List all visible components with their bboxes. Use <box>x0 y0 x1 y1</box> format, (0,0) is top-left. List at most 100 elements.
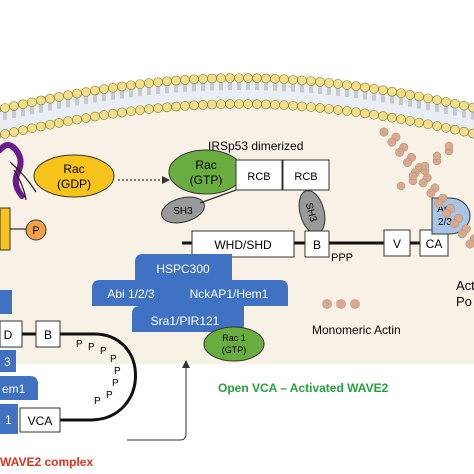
sh3-label-right: SH3 <box>303 202 319 224</box>
actin-branch-bead <box>444 141 454 151</box>
polyproline-p-8: P <box>94 396 101 407</box>
lipid-head-outer <box>450 98 460 109</box>
rac-gdp-label-2: (GDP) <box>57 177 91 191</box>
lower-white-region <box>0 364 474 474</box>
actin-label-1: Act <box>456 278 474 293</box>
lipid-head-inner <box>72 114 82 125</box>
left-polyproline-loop <box>60 332 137 422</box>
lipid-head-inner <box>90 111 100 122</box>
polyproline-p-6: P <box>112 378 119 389</box>
lipid-head-outer <box>315 77 325 87</box>
polyproline-p-4: P <box>110 354 117 365</box>
actin-branch-bead <box>408 171 418 181</box>
lipid-head-inner <box>333 105 343 115</box>
lipid-head-outer <box>9 101 19 111</box>
lipid-head-outer <box>234 73 244 83</box>
polyproline-p-2: P <box>88 342 95 353</box>
phospho-label: P <box>32 225 39 237</box>
lipid-head-inner <box>468 128 474 139</box>
rcb-box-left <box>235 159 283 191</box>
lipid-head-outer <box>216 73 226 84</box>
actin-bead <box>387 137 397 147</box>
sra1-label: Sra1/PIR121 <box>151 314 220 328</box>
lipid-head-inner <box>9 127 19 137</box>
abi-label: Abi 1/2/3 <box>107 287 155 301</box>
lipid-head-inner <box>297 101 307 112</box>
rac1-label-2: (GTP) <box>222 345 247 355</box>
lipid-head-inner <box>54 118 64 128</box>
lipid-head-outer <box>414 91 424 102</box>
rac-gdp-node <box>33 154 115 198</box>
lipid-head-inner <box>207 99 217 110</box>
lipid-head-outer <box>18 99 28 109</box>
left-blue-fragment-1 <box>0 290 12 314</box>
lipid-head-outer <box>189 74 199 85</box>
rcb-label-left: RCB <box>247 171 270 183</box>
arp23-complex <box>431 197 471 235</box>
lipid-head-inner <box>342 106 352 116</box>
lipid-head-outer <box>180 75 190 85</box>
lipid-head-outer <box>270 73 280 84</box>
lipid-head-inner <box>396 114 406 125</box>
lipid-head-outer <box>369 83 379 94</box>
rcb-box-right <box>282 159 330 191</box>
lipid-head-outer <box>279 74 289 85</box>
lipid-head-inner <box>450 124 460 135</box>
lipid-head-inner <box>81 113 91 123</box>
activation-arrow-head <box>162 176 170 184</box>
lipid-head-outer <box>162 76 172 87</box>
ca-label: CA <box>426 237 443 251</box>
rac1-label-1: Rac 1 <box>222 333 246 343</box>
lipid-head-outer <box>81 87 91 97</box>
left-b-box <box>35 320 61 348</box>
lipid-head-outer <box>63 90 73 101</box>
actin-bead <box>457 229 467 239</box>
lipid-head-outer <box>36 95 46 106</box>
whd-shd-label: WHD/SHD <box>214 238 272 252</box>
lipid-head-outer <box>225 73 235 83</box>
v-label: V <box>393 237 401 251</box>
lipid-head-inner <box>171 101 181 112</box>
actin-bead <box>395 147 405 157</box>
activation-connector-head <box>182 360 190 368</box>
sra1-box <box>132 306 244 332</box>
lipid-head-inner <box>126 106 136 117</box>
rac-gdp-label-1: Rac <box>63 162 84 176</box>
lipid-head-outer <box>243 73 253 83</box>
abi-box <box>92 280 170 306</box>
lipid-head-inner <box>306 102 316 112</box>
actin-bead <box>442 209 451 218</box>
open-vca-caption: Open VCA – Activated WAVE2 <box>218 381 389 395</box>
lipid-head-outer <box>459 100 469 111</box>
whd-shd-box <box>191 230 295 258</box>
left-blue-fragment-2 <box>0 350 16 372</box>
lipid-head-outer <box>288 74 298 85</box>
irsp53-dimerized-label: IRSp53 dimerized <box>208 139 303 153</box>
lipid-head-outer <box>468 102 474 113</box>
lipid-head-inner <box>18 125 28 135</box>
lipid-head-outer <box>0 103 10 113</box>
lipid-head-inner <box>459 126 469 137</box>
hspc300-box <box>135 254 232 280</box>
phospho-group <box>25 219 47 241</box>
sh3-label-left: SH3 <box>173 206 193 217</box>
lipid-head-inner <box>261 99 271 110</box>
lipid-head-inner <box>378 111 388 121</box>
lipid-head-outer <box>432 95 442 105</box>
lipid-head-inner <box>270 99 280 110</box>
lipid-head-inner <box>225 99 235 109</box>
polyproline-p-1: P <box>76 339 83 350</box>
lipid-head-inner <box>117 107 127 118</box>
lipid-head-inner <box>441 123 451 133</box>
lipid-head-inner <box>279 100 289 111</box>
lipid-head-inner <box>0 129 10 139</box>
actin-bead <box>403 158 412 167</box>
lipid-head-inner <box>36 121 46 132</box>
wave2-complex-caption: WAVE2 complex <box>0 455 93 469</box>
monomeric-actin-label: Monomeric Actin <box>312 323 401 337</box>
rac-gtp-node <box>168 149 244 195</box>
lipid-head-inner <box>189 100 199 111</box>
lipid-head-inner <box>405 116 415 126</box>
lipid-head-outer <box>423 93 433 104</box>
